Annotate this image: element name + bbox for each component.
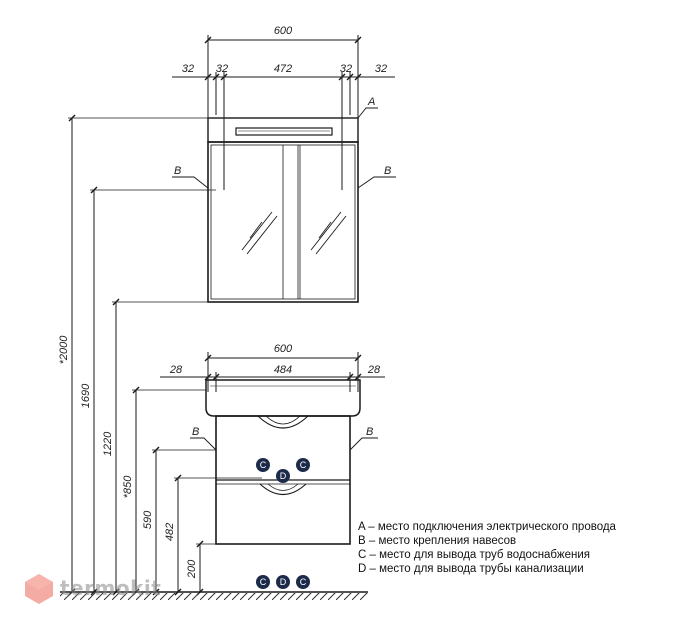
dim-top-width: 600 [274,25,293,37]
floor-line [60,591,368,600]
marker-d-label: D [280,471,287,481]
marker-c-left [256,458,270,472]
floor-marker-c-right [296,575,310,589]
vanity-unit [160,352,385,545]
dim-h-590: 590 [142,510,154,529]
dim-h-200: 200 [186,559,198,579]
dim-top-32-a: 32 [182,63,194,75]
dim-top-32-d: 32 [375,63,387,75]
dim-h-850: *850 [122,475,134,499]
mark-b-bottom-left: B [192,426,199,438]
dim-h-1690: 1690 [80,383,92,408]
watermark-text: termokit [60,576,162,600]
floor-marker-c-right-label: C [300,577,307,587]
legend-item-d: D – место для вывода трубы канализации [358,563,584,575]
dim-top-32-c: 32 [340,63,352,75]
dim-bottom-28-b: 28 [367,364,381,376]
legend-item-c: C – место для вывода труб водоснабжения [358,549,590,561]
floor-marker-d [276,575,290,589]
floor-marker-d-label: D [280,577,287,587]
floor-connection-points: C D C [256,575,310,589]
marker-c-right [296,458,310,472]
dim-top-32-b: 32 [216,63,228,75]
vanity-connection-points: C D C [256,458,310,483]
mark-b-top-left: B [174,165,181,177]
legend-item-a: A – место подключения электрического про… [358,521,616,533]
mark-b-bottom-right: B [366,426,373,438]
watermark: termokit [22,572,182,612]
marker-d [276,469,290,483]
dim-bottom-28-a: 28 [169,364,183,376]
dim-bottom-484: 484 [274,364,292,376]
marker-c-right-label: C [300,460,307,470]
mark-a: A [367,96,375,108]
dim-h-482: 482 [164,523,176,541]
legend-item-b: B – место крепления навесов [358,535,517,547]
dim-h-2000: *2000 [58,335,70,365]
dim-h-1220: 1220 [102,431,114,456]
mirror-cabinet [172,35,396,303]
marker-c-left-label: C [260,460,267,470]
dim-bottom-width: 600 [274,343,293,355]
watermark-logo-icon [25,574,53,604]
floor-marker-c-left-label: C [260,577,267,587]
dim-top-472: 472 [274,63,292,75]
floor-marker-c-left [256,575,270,589]
mark-b-top-right: B [384,165,391,177]
legend: A – место подключения электрического про… [358,520,616,576]
